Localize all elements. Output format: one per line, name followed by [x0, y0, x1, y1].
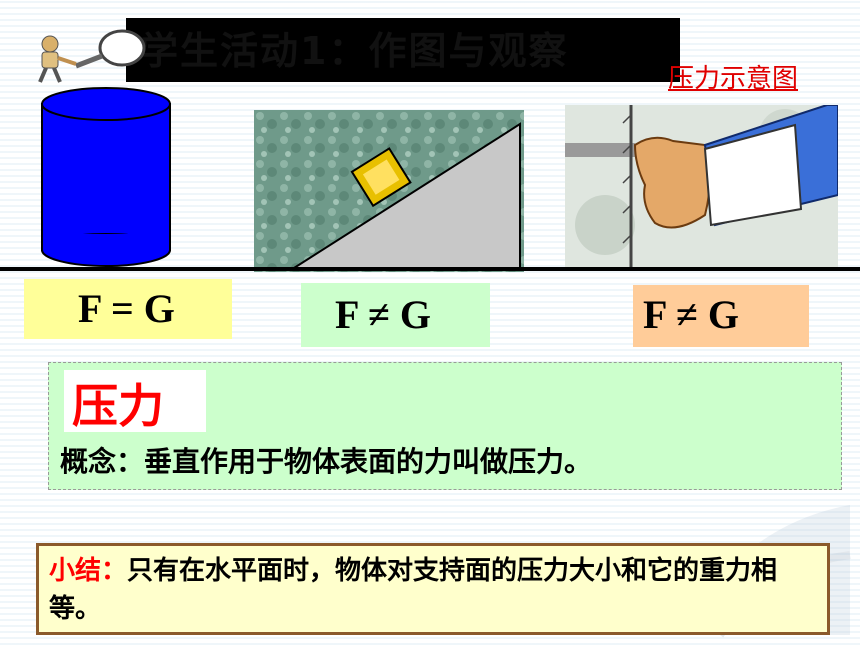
- magnifier-mascot-icon: [38, 29, 146, 83]
- hand-pressing-wall-illustration: [565, 105, 838, 268]
- page-title: 学生活动1：作图与观察: [140, 29, 569, 73]
- equation-box-3: F ≠ G: [633, 285, 809, 347]
- equation-box-1: F = G: [24, 279, 232, 339]
- equation-label: F ≠ G: [335, 292, 432, 337]
- summary-content: 小结：只有在水平面时，物体对支持面的压力大小和它的重力相等。: [49, 552, 829, 628]
- ground-line: [0, 267, 860, 271]
- incline-illustration: [254, 110, 524, 272]
- concept-title: 压力: [72, 379, 164, 433]
- concept-title-box: [64, 370, 206, 432]
- equation-box-2: F ≠ G: [301, 283, 490, 347]
- summary-label: 小结：: [49, 556, 128, 586]
- concept-text: 概念：垂直作用于物体表面的力叫做压力。: [60, 445, 593, 478]
- equation-label: F = G: [78, 286, 175, 331]
- equation-label: F ≠ G: [643, 292, 740, 337]
- pressure-diagram-link[interactable]: 压力示意图: [668, 64, 799, 94]
- title-bar: 学生活动1：作图与观察: [126, 18, 680, 82]
- summary-text: 只有在水平面时，物体对支持面的压力大小和它的重力相等。: [49, 556, 778, 624]
- summary-box: 小结：只有在水平面时，物体对支持面的压力大小和它的重力相等。: [36, 543, 830, 635]
- cylinder-illustration: [41, 87, 171, 267]
